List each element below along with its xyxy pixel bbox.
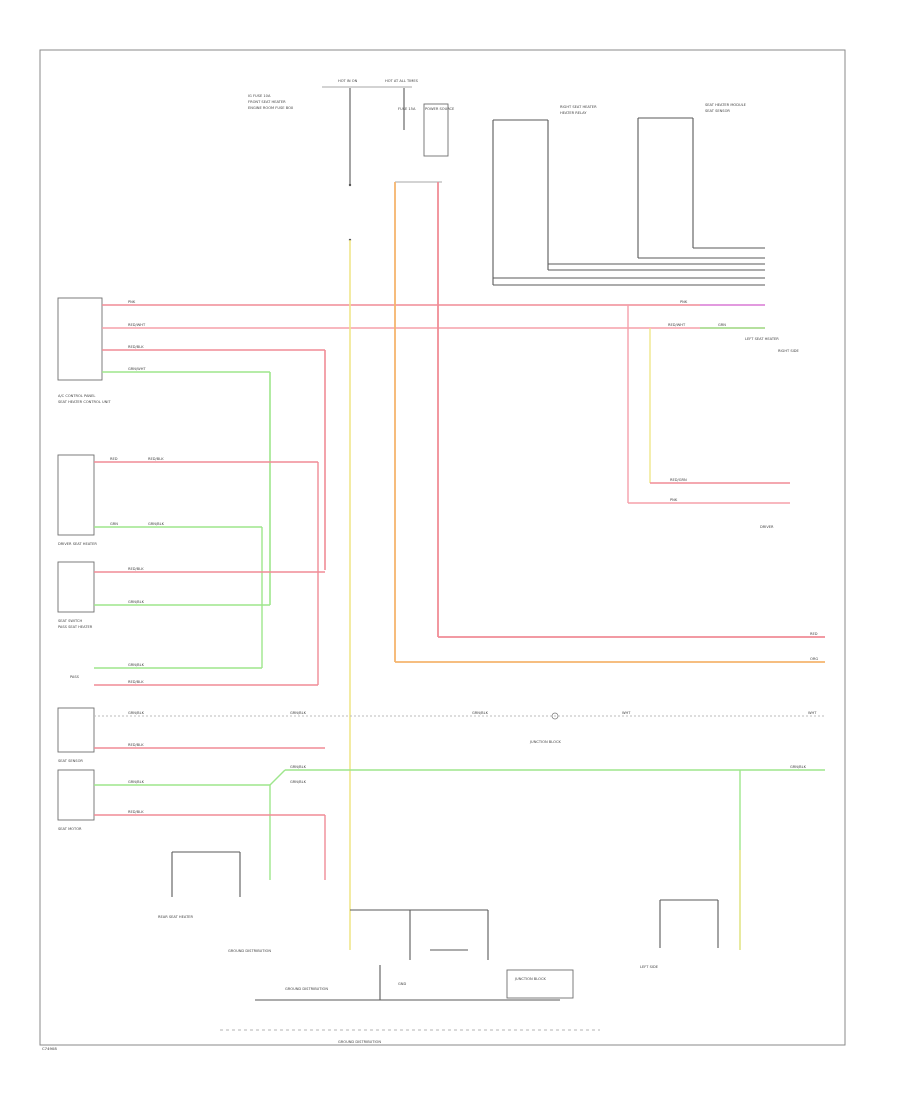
label-hot-at-all-times: HOT AT ALL TIMES (385, 79, 419, 83)
svg-text:RED/BLK: RED/BLK (128, 680, 144, 684)
label-engine-room-box: ENGINE ROOM FUSE BOX (248, 106, 294, 110)
svg-text:GRN/BLK: GRN/BLK (128, 600, 145, 604)
label-ground-dist-1: GROUND DISTRIBUTION (228, 949, 271, 953)
wires: LEFT SEAT HEATER RIGHT SIDE DRIVER (94, 182, 825, 950)
svg-text:PNK: PNK (670, 498, 678, 502)
label-seat-switch: SEAT SWITCH (58, 619, 82, 623)
label-left-side: LEFT SIDE (640, 965, 659, 969)
label-ig-fuse: IG FUSE 10A (248, 94, 271, 98)
driver-seat-heater-box (57, 454, 95, 536)
junction-switch: JUNCTION BLOCK (529, 712, 561, 744)
svg-text:GRN/BLK: GRN/BLK (148, 522, 165, 526)
label-rear-heater: REAR SEAT HEATER (158, 915, 194, 919)
label-driver: DRIVER (760, 525, 774, 529)
svg-text:GRN: GRN (110, 522, 118, 526)
ac-control-panel-box (57, 297, 103, 381)
svg-text:GRN/WHT: GRN/WHT (128, 367, 146, 371)
svg-text:GRN/BLK: GRN/BLK (290, 765, 307, 769)
svg-text:GRN/BLK: GRN/BLK (128, 663, 145, 667)
svg-text:RED/BLK: RED/BLK (128, 810, 144, 814)
label-right-seat-heater: RIGHT SEAT HEATER (560, 105, 597, 109)
label-seat-sensor: SEAT SENSOR (58, 759, 83, 763)
label-seat-sensor-top: SEAT SENSOR (705, 109, 730, 113)
seat-switch-box (57, 561, 95, 613)
svg-text:GRN/BLK: GRN/BLK (128, 711, 145, 715)
label-driver-seat-heater: DRIVER SEAT HEATER (58, 542, 97, 546)
page-code: C74908 (42, 1046, 57, 1051)
svg-text:ORG: ORG (810, 657, 818, 661)
ground-area: REAR SEAT HEATER LEFT SIDE GND JUNCTION … (158, 851, 719, 1044)
svg-text:GRN/BLK: GRN/BLK (128, 780, 145, 784)
svg-text:GRN: GRN (718, 323, 726, 327)
power-source-box (423, 103, 449, 157)
svg-text:JUNCTION BLOCK: JUNCTION BLOCK (514, 977, 546, 981)
top-right-sensors: RIGHT SEAT HEATER HEATER RELAY SEAT HEAT… (492, 103, 765, 286)
label-ground-dist-3: GROUND DISTRIBUTION (338, 1040, 381, 1044)
left-components: A/C CONTROL PANEL SEAT HEATER CONTROL UN… (57, 297, 111, 831)
svg-text:RED/WHT: RED/WHT (668, 323, 686, 327)
label-fuse-15a: FUSE 15A (398, 107, 416, 111)
junction-block-box (506, 969, 574, 999)
svg-text:RED: RED (810, 632, 818, 636)
svg-text:PNK: PNK (128, 300, 136, 304)
label-pass: PASS (70, 675, 80, 679)
label-front-seat-heater: FRONT SEAT HEATER (248, 100, 286, 104)
svg-text:RED/WHT: RED/WHT (128, 323, 146, 327)
label-heater-relay: HEATER RELAY (560, 111, 587, 115)
label-pass-seat-heater: PASS SEAT HEATER (58, 625, 93, 629)
svg-text:WHT: WHT (808, 711, 817, 715)
svg-text:RED/BLK: RED/BLK (128, 345, 144, 349)
svg-text:RED/BLK: RED/BLK (128, 743, 144, 747)
svg-text:GRN/BLK: GRN/BLK (790, 765, 807, 769)
label-junction: JUNCTION BLOCK (529, 740, 561, 744)
svg-text:RED/BLK: RED/BLK (128, 567, 144, 571)
label-heater-control-unit: SEAT HEATER CONTROL UNIT (58, 400, 111, 404)
label-hot-in-on: HOT IN ON (338, 79, 358, 83)
svg-text:PNK: PNK (680, 300, 688, 304)
wire-labels: PNK RED/WHT RED/BLK GRN/WHT PNK RED/WHT … (110, 300, 818, 814)
seat-motor-box (57, 769, 95, 821)
label-seat-motor: SEAT MOTOR (58, 827, 82, 831)
label-ground-dist-2: GROUND DISTRIBUTION (285, 987, 328, 991)
svg-text:WHT: WHT (622, 711, 631, 715)
label-right-side: RIGHT SIDE (778, 349, 799, 353)
label-air-control: A/C CONTROL PANEL (58, 394, 95, 398)
svg-text:RED/BLK: RED/BLK (148, 457, 164, 461)
power-source-area: HOT IN ON HOT AT ALL TIMES IG FUSE 10A F… (248, 79, 455, 242)
seat-sensor-box (57, 707, 95, 753)
label-gnd: GND (398, 982, 406, 986)
label-left-seat-heater: LEFT SEAT HEATER (745, 337, 779, 341)
svg-text:GRN/BLK: GRN/BLK (290, 711, 307, 715)
label-power-source: POWER SOURCE (425, 107, 455, 111)
label-seat-heater-module: SEAT HEATER MODULE (705, 103, 747, 107)
svg-text:GRN/BLK: GRN/BLK (290, 780, 307, 784)
svg-text:RED: RED (110, 457, 118, 461)
diagram-frame (39, 49, 846, 1046)
svg-text:RED/GRN: RED/GRN (670, 478, 687, 482)
svg-text:GRN/BLK: GRN/BLK (472, 711, 489, 715)
